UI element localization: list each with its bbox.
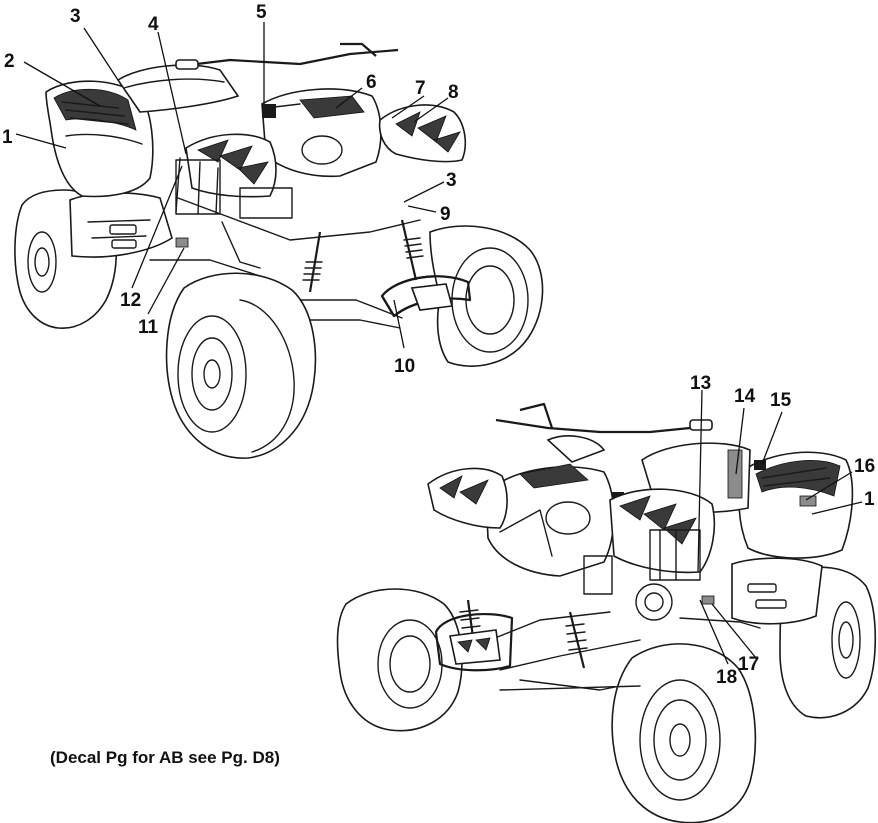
callout-2: 2 bbox=[4, 51, 15, 72]
callout-7: 7 bbox=[415, 78, 426, 99]
atv-front-view bbox=[336, 402, 877, 823]
callout-18: 18 bbox=[716, 667, 737, 688]
callout-leaders bbox=[15, 22, 863, 665]
callout-16: 16 bbox=[854, 456, 875, 477]
callout-3-top: 3 bbox=[70, 6, 81, 27]
atv-rear-view bbox=[14, 42, 544, 459]
callout-1-rear: 1 bbox=[2, 127, 13, 148]
callout-13: 13 bbox=[690, 373, 711, 394]
callout-10: 10 bbox=[394, 356, 415, 377]
callout-14: 14 bbox=[734, 386, 756, 407]
callout-17: 17 bbox=[738, 654, 759, 675]
callout-3-side: 3 bbox=[446, 170, 457, 191]
callout-8: 8 bbox=[448, 82, 459, 103]
callout-6: 6 bbox=[366, 72, 377, 93]
callout-4: 4 bbox=[148, 14, 159, 35]
callout-numbers: 1 2 3 4 5 6 7 8 3 9 12 11 10 13 14 15 16… bbox=[2, 2, 875, 688]
callout-1-front: 1 bbox=[864, 489, 875, 510]
callout-12: 12 bbox=[120, 290, 141, 311]
callout-5: 5 bbox=[256, 2, 267, 23]
callout-15: 15 bbox=[770, 390, 792, 411]
decal-page-note: (Decal Pg for AB see Pg. D8) bbox=[50, 748, 280, 767]
callout-11: 11 bbox=[138, 317, 159, 338]
callout-9: 9 bbox=[440, 204, 451, 225]
